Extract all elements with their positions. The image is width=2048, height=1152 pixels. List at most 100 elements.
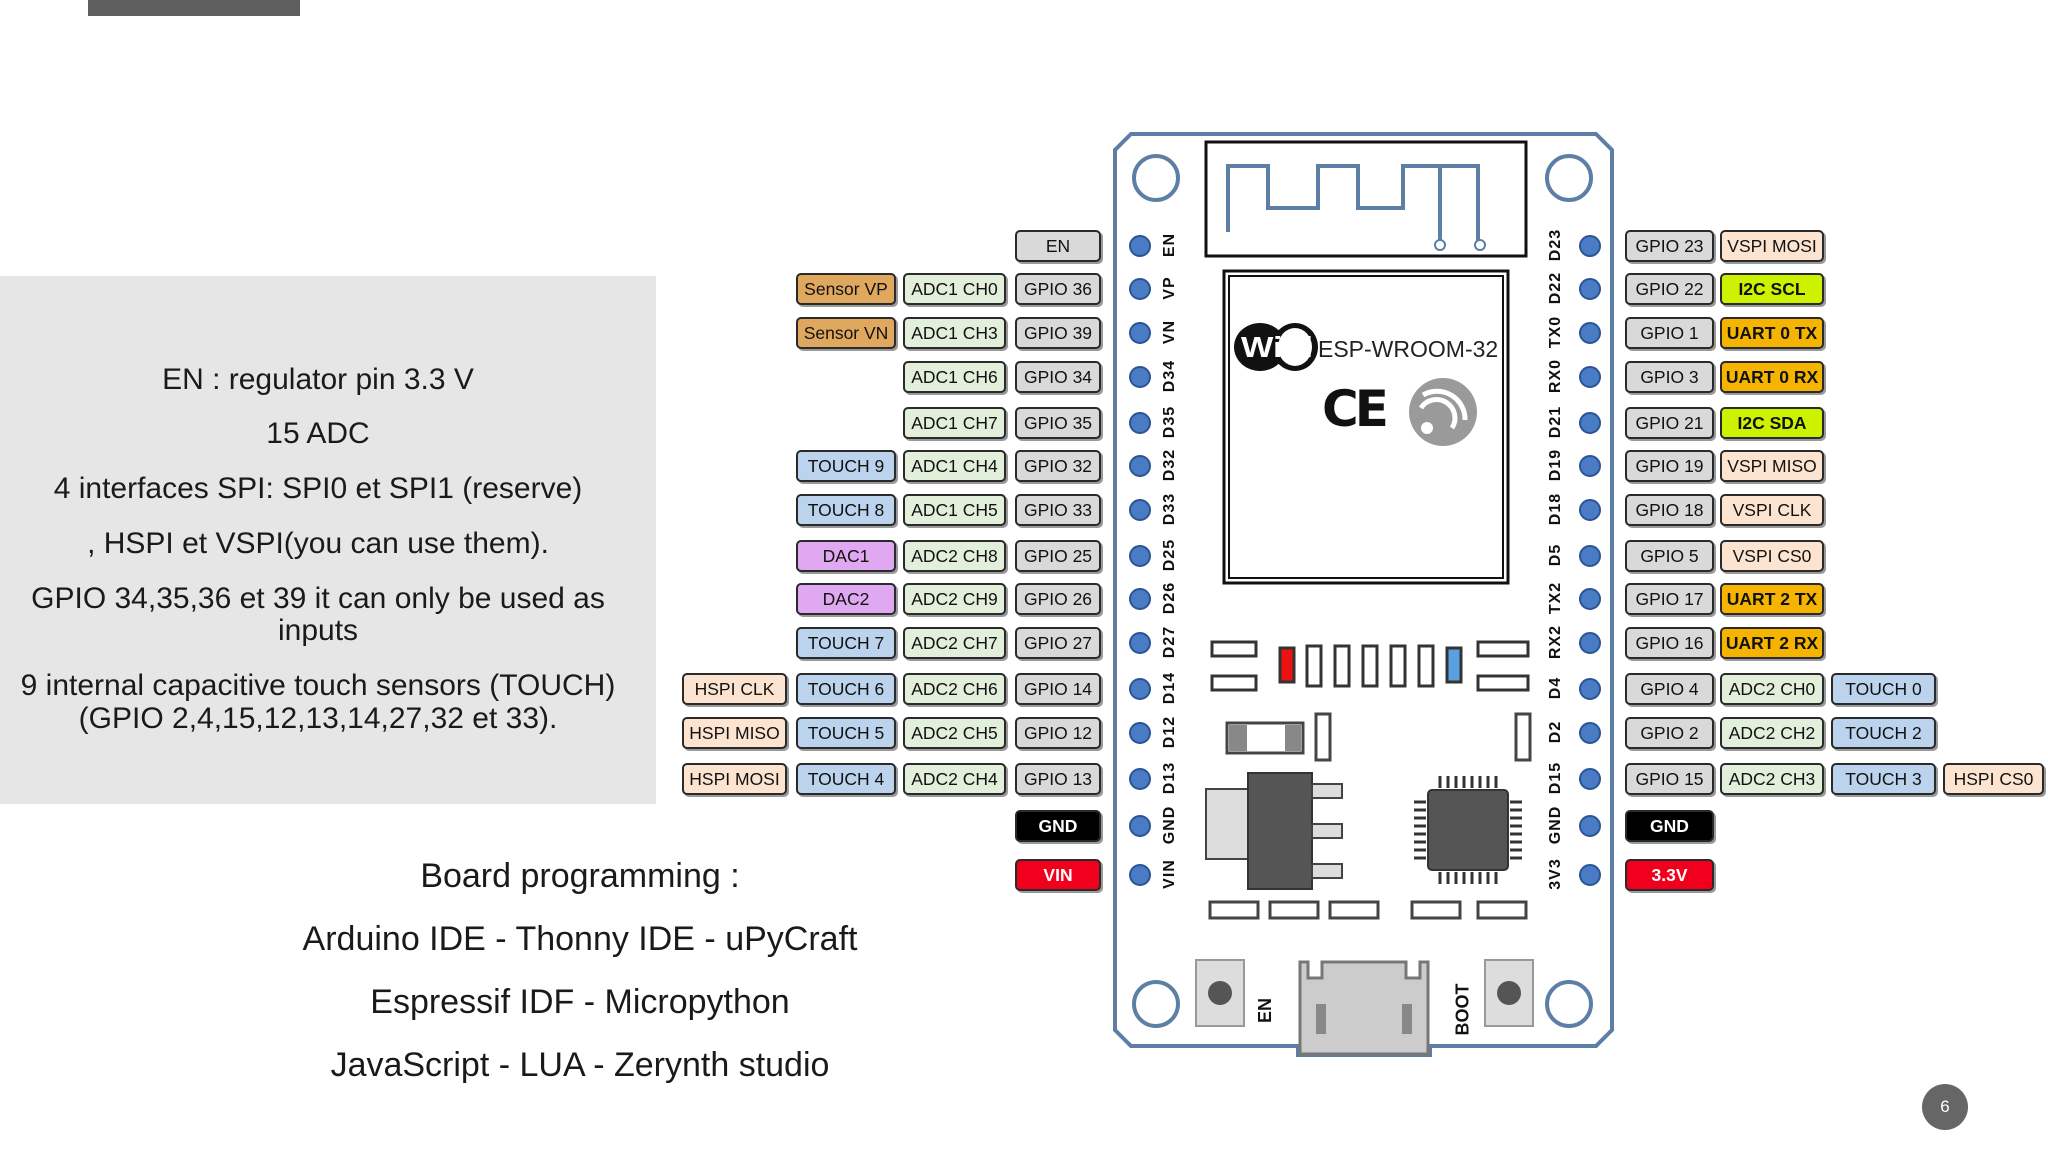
- left-pin-function-label: GPIO 34: [1015, 361, 1101, 393]
- right-pin-function-label: GND: [1625, 810, 1714, 842]
- led-red: [1278, 646, 1296, 684]
- board-pin-label-right: D22: [1547, 271, 1564, 305]
- board-pin-label-right: D18: [1547, 492, 1564, 526]
- board-pin-label-left: D14: [1161, 671, 1178, 705]
- left-pin-function-label: ADC2 CH6: [903, 673, 1006, 705]
- right-pin-function-label: ADC2 CH3: [1720, 763, 1824, 795]
- right-pin-function-label: GPIO 2: [1625, 717, 1714, 749]
- pin-header-left: [1129, 455, 1151, 477]
- pin-header-right: [1579, 412, 1601, 434]
- pin-header-left: [1129, 366, 1151, 388]
- antenna-area: [1204, 140, 1528, 258]
- left-pin-function-label: GPIO 27: [1015, 627, 1101, 659]
- right-pin-function-label: 3.3V: [1625, 859, 1714, 891]
- left-pin-function-label: ADC1 CH3: [903, 317, 1006, 349]
- right-pin-function-label: VSPI CS0: [1720, 540, 1824, 572]
- pin-header-left: [1129, 545, 1151, 567]
- right-pin-function-label: VSPI CLK: [1720, 494, 1824, 526]
- pin-header-right: [1579, 632, 1601, 654]
- pin-header-left: [1129, 278, 1151, 300]
- board-pin-label-left: VIN: [1161, 859, 1178, 889]
- boot-button: [1484, 959, 1534, 1027]
- right-pin-function-label: GPIO 19: [1625, 450, 1714, 482]
- antenna-trace: [1226, 164, 1480, 242]
- right-pin-function-label: ADC2 CH0: [1720, 673, 1824, 705]
- pin-header-right: [1579, 366, 1601, 388]
- board-pin-label-right: TX0: [1547, 315, 1564, 349]
- left-pin-function-label: GPIO 25: [1015, 540, 1101, 572]
- mounting-hole: [1132, 154, 1180, 202]
- right-pin-function-label: VSPI MISO: [1720, 450, 1824, 482]
- pin-header-left: [1129, 632, 1151, 654]
- left-pin-function-label: GPIO 12: [1015, 717, 1101, 749]
- left-pin-function-label: HSPI MOSI: [682, 763, 787, 795]
- pin-header-right: [1579, 588, 1601, 610]
- board-pin-label-right: D5: [1547, 543, 1564, 567]
- right-pin-function-label: TOUCH 3: [1831, 763, 1936, 795]
- left-pin-function-label: ADC1 CH0: [903, 273, 1006, 305]
- info-line-touch: 9 internal capacitive touch sensors (TOU…: [20, 669, 616, 702]
- pin-header-left: [1129, 412, 1151, 434]
- right-pin-function-label: I2C SCL: [1720, 273, 1824, 305]
- espressif-logo: [1409, 378, 1477, 446]
- right-pin-function-label: ADC2 CH2: [1720, 717, 1824, 749]
- pin-header-right: [1579, 722, 1601, 744]
- right-pin-function-label: GPIO 16: [1625, 627, 1714, 659]
- info-line-touch-gpios: (GPIO 2,4,15,12,13,14,27,32 et 33).: [78, 702, 558, 735]
- right-pin-function-label: UART 2 RX: [1720, 627, 1824, 659]
- pin-header-right: [1579, 864, 1601, 886]
- right-pin-function-label: GPIO 18: [1625, 494, 1714, 526]
- programming-line-2: Espressif IDF - Micropython: [370, 983, 790, 1021]
- left-pin-function-label: GPIO 13: [1015, 763, 1101, 795]
- info-line-spi: 4 interfaces SPI: SPI0 et SPI1 (reserve): [53, 472, 583, 505]
- right-pin-function-label: VSPI MOSI: [1720, 230, 1824, 262]
- board-pin-label-right: 3V3: [1547, 858, 1564, 890]
- left-pin-function-label: TOUCH 6: [796, 673, 896, 705]
- board-outline: [1113, 132, 1614, 1057]
- left-pin-function-label: ADC2 CH8: [903, 540, 1006, 572]
- info-line-en: EN : regulator pin 3.3 V: [162, 363, 474, 396]
- left-pin-function-label: TOUCH 7: [796, 627, 896, 659]
- mounting-hole: [1545, 980, 1593, 1028]
- left-pin-function-label: Sensor VP: [796, 273, 896, 305]
- left-pin-function-label: ADC2 CH5: [903, 717, 1006, 749]
- right-pin-function-label: GPIO 22: [1625, 273, 1714, 305]
- pin-header-left: [1129, 499, 1151, 521]
- left-pin-function-label: GPIO 14: [1015, 673, 1101, 705]
- right-pin-function-label: HSPI CS0: [1943, 763, 2044, 795]
- ce-mark: CE: [1322, 380, 1389, 438]
- right-pin-function-label: UART 0 RX: [1720, 361, 1824, 393]
- pin-header-right: [1579, 235, 1601, 257]
- left-pin-function-label: HSPI CLK: [682, 673, 787, 705]
- pin-header-right: [1579, 278, 1601, 300]
- pin-header-left: [1129, 864, 1151, 886]
- left-pin-function-label: EN: [1015, 230, 1101, 262]
- en-button-label: EN: [1255, 997, 1276, 1024]
- wifi-logo: WiFi: [1234, 323, 1318, 371]
- info-line-adc: 15 ADC: [266, 417, 370, 450]
- programming-line-3: JavaScript - LUA - Zerynth studio: [330, 1046, 830, 1084]
- led-blue: [1445, 646, 1463, 684]
- usb-uart-chip: [1414, 776, 1522, 884]
- left-pin-function-label: VIN: [1015, 859, 1101, 891]
- pin-header-right: [1579, 768, 1601, 790]
- board-pin-label-left: VP: [1161, 276, 1178, 300]
- info-line-gpio-inputs: GPIO 34,35,36 et 39 it can only be used …: [31, 582, 605, 615]
- micro-usb-connector: [1298, 960, 1430, 1056]
- programming-line-1: Arduino IDE - Thonny IDE - uPyCraft: [302, 920, 858, 958]
- left-pin-function-label: HSPI MISO: [682, 717, 787, 749]
- right-pin-function-label: GPIO 23: [1625, 230, 1714, 262]
- left-pin-function-label: DAC2: [796, 583, 896, 615]
- right-pin-function-label: GPIO 3: [1625, 361, 1714, 393]
- mounting-hole: [1545, 154, 1593, 202]
- board-pin-label-left: VN: [1161, 319, 1178, 345]
- left-pin-function-label: ADC1 CH7: [903, 407, 1006, 439]
- mounting-hole: [1132, 980, 1180, 1028]
- board-pin-label-right: RX2: [1547, 624, 1564, 660]
- right-pin-function-label: GPIO 5: [1625, 540, 1714, 572]
- pin-header-right: [1579, 678, 1601, 700]
- pin-header-left: [1129, 322, 1151, 344]
- voltage-regulator: [1205, 772, 1343, 890]
- right-pin-function-label: I2C SDA: [1720, 407, 1824, 439]
- left-pin-function-label: DAC1: [796, 540, 896, 572]
